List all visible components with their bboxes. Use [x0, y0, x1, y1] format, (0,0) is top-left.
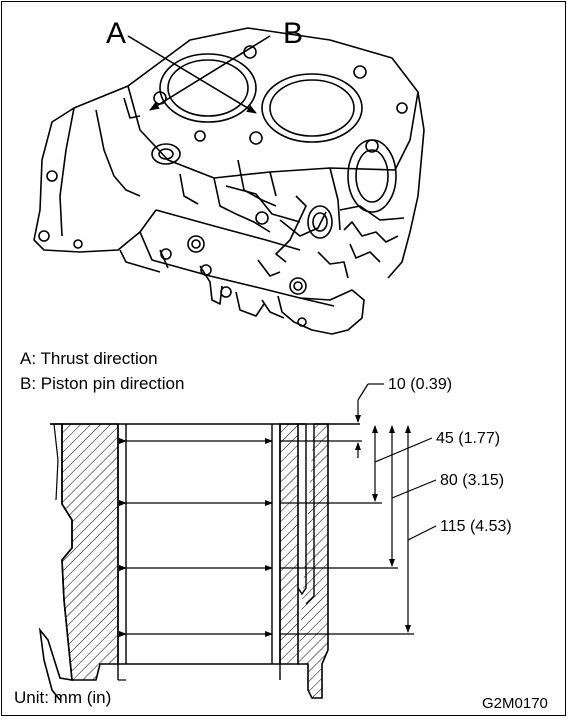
unit-note: Unit: mm (in) [14, 688, 111, 707]
label-b: B [283, 17, 303, 50]
figure-code: G2M0170 [482, 695, 548, 712]
engine-block-illustration [33, 27, 425, 335]
legend-thrust-direction: A: Thrust direction [20, 349, 158, 368]
dimension-45mm: 45 (1.77) [436, 430, 500, 447]
measurement-lines [119, 438, 414, 637]
direction-arrows [127, 35, 271, 114]
dimension-lines [355, 383, 437, 633]
legend-piston-pin-direction: B: Piston pin direction [20, 374, 184, 393]
cylinder-cross-section [38, 423, 360, 701]
dimension-80mm: 80 (3.15) [440, 472, 504, 489]
dimension-115mm: 115 (4.53) [440, 518, 512, 535]
label-a: A [106, 17, 126, 50]
dimension-10mm: 10 (0.39) [388, 376, 452, 393]
